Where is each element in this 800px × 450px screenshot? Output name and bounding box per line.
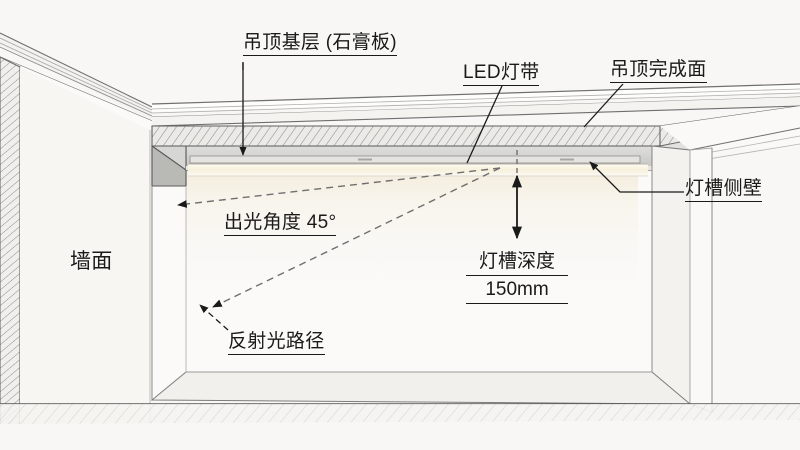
label-cove-depth-value: 150mm bbox=[466, 278, 568, 304]
label-reflected-path: 反射光路径 bbox=[228, 331, 325, 356]
label-ceiling-finish: 吊顶完成面 bbox=[610, 59, 707, 84]
label-ceiling-substrate: 吊顶基层 (石膏板) bbox=[243, 32, 397, 57]
label-light-angle: 出光角度 45° bbox=[224, 212, 337, 237]
leader-ceiling-finish bbox=[583, 83, 624, 128]
label-cove-sidewall: 灯槽侧壁 bbox=[685, 178, 763, 203]
cove-sidewall-right bbox=[651, 145, 713, 413]
left-wall-section bbox=[0, 56, 151, 450]
label-cove-depth: 灯槽深度 150mm bbox=[466, 250, 568, 306]
label-cove-depth-title: 灯槽深度 bbox=[466, 250, 568, 276]
label-wall-surface: 墙面 bbox=[70, 250, 113, 273]
light-ray-lower bbox=[212, 167, 501, 308]
led-light-strip bbox=[188, 164, 648, 176]
room-interior bbox=[152, 150, 652, 400]
leader-led-strip bbox=[466, 85, 503, 164]
label-led-strip: LED灯带 bbox=[463, 62, 540, 87]
ceiling-finish-layers bbox=[151, 83, 800, 127]
light-ray-upper bbox=[177, 167, 501, 208]
led-strip-assembly bbox=[188, 155, 648, 177]
light-ray-paths bbox=[177, 150, 518, 308]
room-back-wall-and-floor bbox=[0, 186, 800, 450]
leader-cove-sidewall bbox=[589, 161, 684, 193]
leader-reflected-path bbox=[199, 304, 229, 331]
